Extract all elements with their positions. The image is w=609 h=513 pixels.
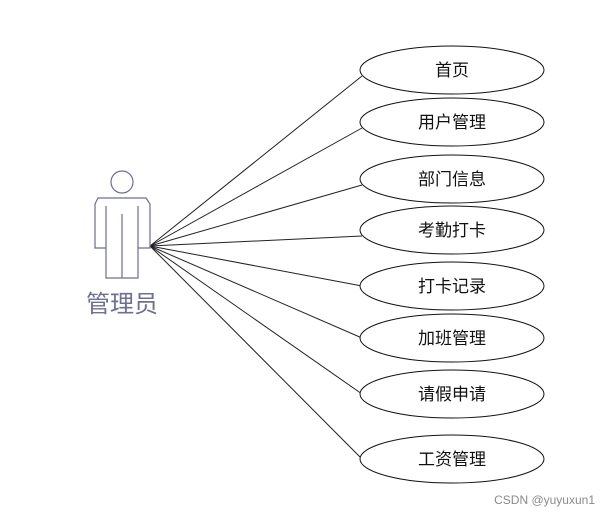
association-line-overtime-management: [149, 245, 363, 339]
use-case-ellipse-salary-management: [359, 434, 545, 484]
use-case-salary-management: 工资管理: [359, 434, 545, 484]
actor-label: 管理员: [86, 290, 158, 318]
use-case-ellipse-checkin-records: [359, 261, 545, 311]
actor-stick-figure-icon: 管理员: [86, 170, 158, 318]
use-case-label-overtime-management: 加班管理: [418, 329, 486, 349]
use-case-ellipse-attendance-checkin: [359, 205, 545, 255]
use-case-user-management: 用户管理: [359, 97, 545, 147]
use-case-home: 首页: [359, 45, 545, 95]
watermark: CSDN @yuyuxun1: [494, 493, 595, 507]
actor-body: [94, 197, 151, 279]
use-case-attendance-checkin: 考勤打卡: [359, 205, 545, 255]
use-case-ellipse-department-info: [359, 154, 545, 204]
use-case-department-info: 部门信息: [359, 154, 545, 204]
use-case-checkin-records: 打卡记录: [359, 261, 545, 311]
association-line-home: [149, 75, 363, 247]
use-case-label-user-management: 用户管理: [418, 113, 486, 133]
use-case-ellipse-user-management: [359, 97, 545, 147]
use-case-label-leave-application: 请假申请: [418, 385, 486, 405]
use-case-ellipse-overtime-management: [359, 313, 545, 363]
use-case-label-attendance-checkin: 考勤打卡: [418, 221, 486, 241]
use-case-ellipse-home: [359, 45, 545, 95]
use-case-ellipse-leave-application: [359, 369, 545, 419]
use-case-overtime-management: 加班管理: [359, 313, 545, 363]
association-line-attendance-checkin: [149, 235, 363, 247]
actor-head: [110, 170, 134, 194]
use-case-label-home: 首页: [435, 61, 469, 81]
use-case-leave-application: 请假申请: [359, 369, 545, 419]
association-line-user-management: [149, 127, 363, 247]
association-line-checkin-records: [149, 245, 363, 287]
use-case-label-department-info: 部门信息: [418, 170, 486, 190]
association-line-department-info: [149, 184, 363, 247]
association-line-leave-application: [149, 245, 363, 395]
use-case-label-checkin-records: 打卡记录: [418, 277, 486, 297]
association-lines: [149, 75, 363, 460]
use-case-label-salary-management: 工资管理: [418, 450, 486, 470]
association-line-salary-management: [149, 245, 363, 460]
